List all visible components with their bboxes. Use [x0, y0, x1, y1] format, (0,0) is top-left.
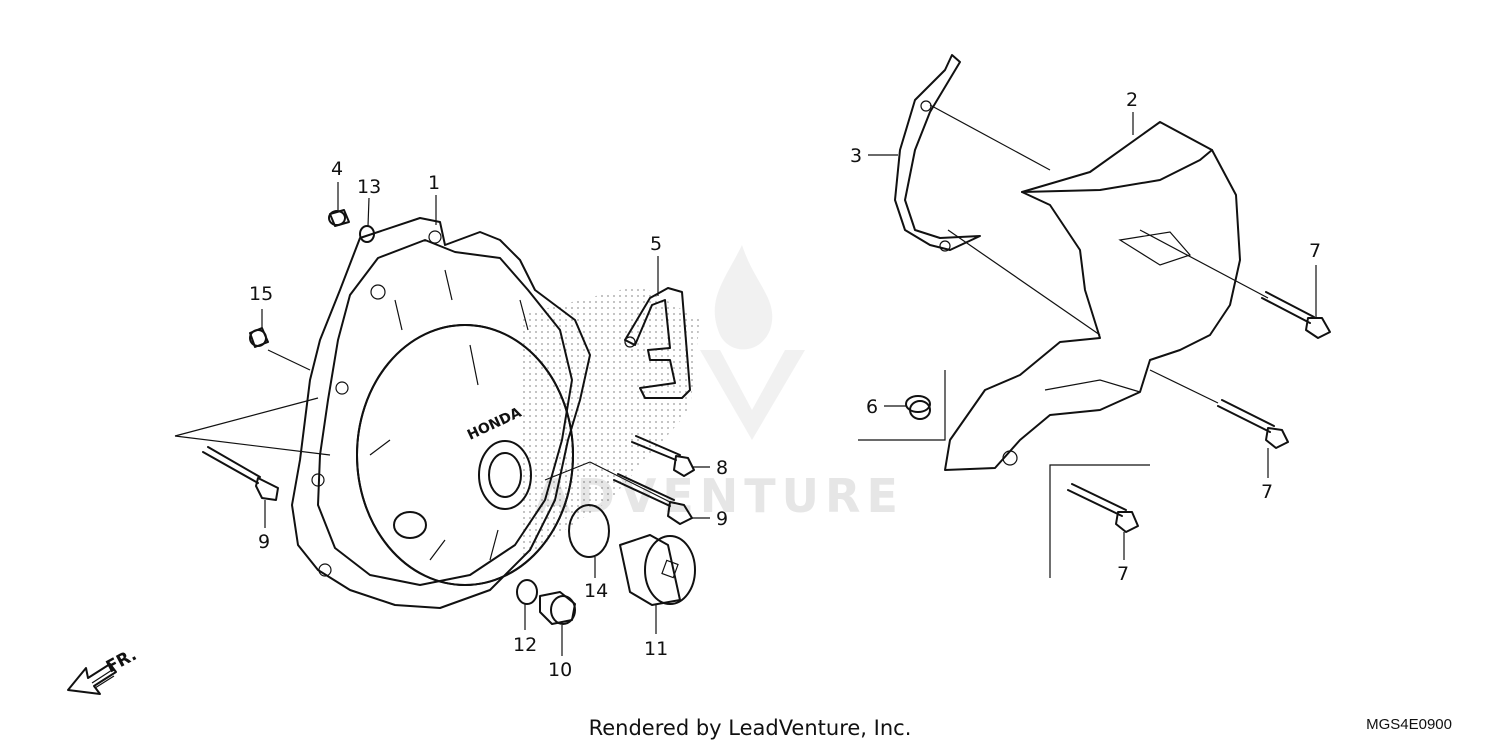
- cable-bracket: [624, 287, 691, 399]
- sprocket-cover-2: [944, 121, 1241, 471]
- gasket-hole-bottom: [939, 240, 951, 252]
- leader-lines: [174, 104, 1317, 656]
- gasket-3: [894, 54, 981, 251]
- bolt-9-left: [202, 446, 279, 501]
- bolt-7-lower: [1067, 483, 1139, 533]
- callout-7-middle: 7: [1261, 481, 1273, 503]
- callout-10: 10: [548, 659, 572, 681]
- cover-mount-hole: [1002, 450, 1018, 466]
- cover-honda-stamp: HONDA: [465, 405, 524, 444]
- bolt-8: [631, 435, 695, 477]
- callout-7-lower: 7: [1117, 563, 1129, 585]
- callout-9-left: 9: [258, 531, 270, 553]
- callout-labels: 1 2 3 4 5 6 7 7 7 8 9 9 10 11 12 13 14 1…: [249, 89, 1321, 681]
- dowel-pin-4: [328, 209, 350, 227]
- bolt-7-middle: [1217, 399, 1289, 449]
- callout-8: 8: [716, 457, 728, 479]
- footer-credit: Rendered by LeadVenture, Inc.: [588, 716, 912, 740]
- callout-4: 4: [331, 158, 343, 180]
- dowel-pin-15: [249, 327, 269, 348]
- callout-6: 6: [866, 396, 878, 418]
- bolt-7-upper: [1261, 291, 1331, 339]
- o-ring-14: [568, 504, 610, 558]
- bolt-9-right: [613, 473, 693, 525]
- callout-5: 5: [650, 233, 662, 255]
- callout-3: 3: [850, 145, 862, 167]
- collar-6: [905, 395, 931, 420]
- callout-9-right: 9: [716, 508, 728, 530]
- callout-1: 1: [428, 172, 440, 194]
- callout-7-upper: 7: [1309, 240, 1321, 262]
- bracket-hole: [624, 336, 636, 348]
- callout-14: 14: [584, 580, 608, 602]
- o-ring-13: [359, 225, 375, 243]
- diagram-code: MGS4E0900: [1366, 716, 1452, 733]
- callout-2: 2: [1126, 89, 1138, 111]
- front-direction-arrow: FR.: [67, 645, 140, 695]
- callout-12: 12: [513, 634, 537, 656]
- washer-12: [516, 579, 538, 605]
- callout-13: 13: [357, 176, 381, 198]
- callout-11: 11: [644, 638, 668, 660]
- gasket-hole-top: [920, 100, 932, 112]
- filler-cap-11: [619, 534, 696, 606]
- plug-10: [539, 591, 576, 625]
- callout-15: 15: [249, 283, 273, 305]
- watermark-logo: [700, 245, 805, 440]
